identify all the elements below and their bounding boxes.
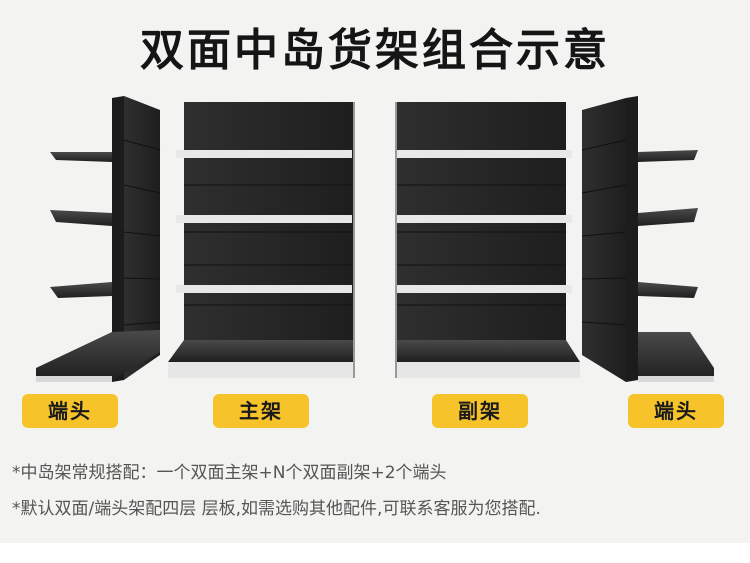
label-main: 主架	[213, 394, 309, 428]
page-title: 双面中岛货架组合示意	[140, 25, 610, 76]
note-line-2: *默认双面/端头架配四层 层板,如需选购其他配件,可联系客服为您搭配.	[12, 499, 541, 519]
label-sub: 副架	[432, 394, 528, 428]
label-end-right: 端头	[628, 394, 724, 428]
note-line-1: *中岛架常规搭配：一个双面主架+N个双面副架+2个端头	[12, 463, 447, 483]
label-end-left: 端头	[22, 394, 118, 428]
sub-shelf	[395, 102, 580, 378]
bottom-band	[0, 543, 750, 563]
shelf-illustration	[36, 96, 714, 382]
end-shelf-left	[36, 96, 161, 382]
end-shelf-right	[581, 96, 714, 382]
main-shelf	[168, 102, 355, 378]
